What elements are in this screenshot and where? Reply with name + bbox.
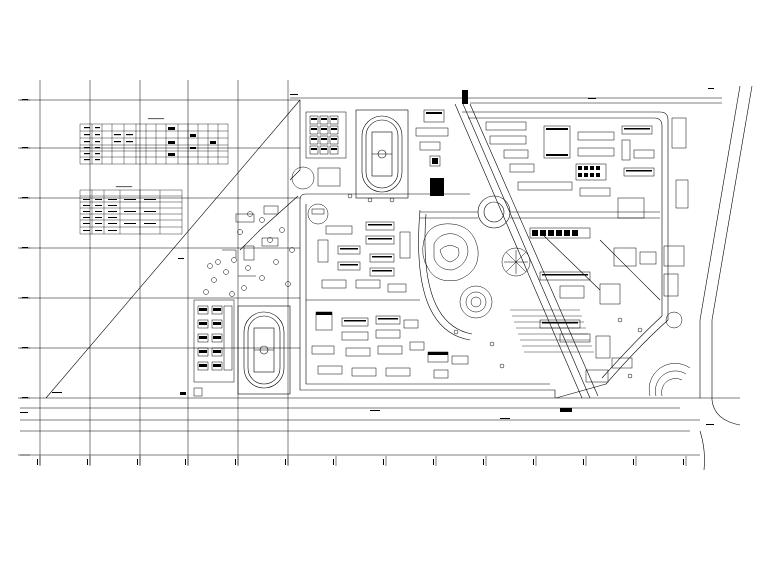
lower-table: __________ [79,183,183,235]
trees [203,193,643,379]
annotation-marks [20,88,714,425]
upper-table-cells [84,127,216,161]
southeast-plaza [648,363,691,397]
track-north [355,109,409,199]
grid-label-marks [22,99,684,465]
buildings-east [529,227,685,383]
buildings-northwest [291,111,347,225]
perimeter-roads [20,85,753,471]
buildings-northeast [415,109,689,219]
svg-text:__________: __________ [115,183,132,187]
buildings-west-fill [316,224,448,355]
buildings-east-fill [532,230,588,324]
buildings-southwest-fill [199,308,221,367]
grid-lines [20,80,300,465]
grid-axis-labels [18,99,687,466]
corridor-stripes [510,309,594,353]
track-south [237,305,291,395]
buildings-northeast-fill [426,112,652,196]
buildings-northwest-fill [311,118,337,150]
buildings-southwest [193,299,235,397]
upper-table: __________ [79,115,229,165]
lower-table-cells [83,199,156,231]
vegetation-cluster-west [222,205,279,277]
central-garden [422,223,531,319]
svg-text:__________: __________ [147,115,164,119]
campus-roads [239,100,669,399]
